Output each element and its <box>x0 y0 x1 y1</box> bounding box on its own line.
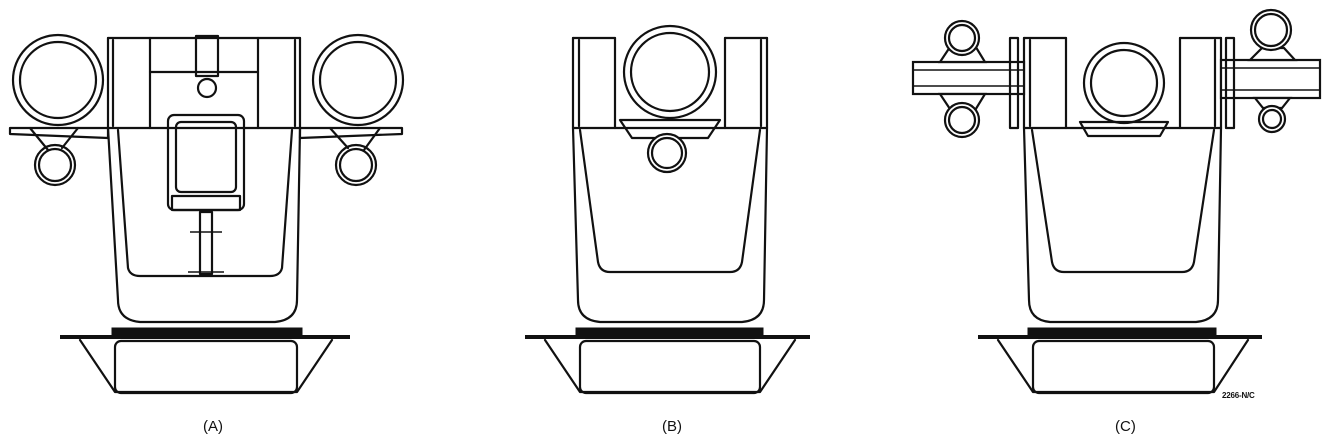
panel-b-body <box>571 36 769 324</box>
panel-b-base <box>525 327 810 395</box>
panel-a-drawing <box>8 33 405 395</box>
panel-label-a: (A) <box>203 418 223 435</box>
panel-c-right-arm <box>1219 8 1322 134</box>
panel-c-center-roller <box>1078 41 1170 138</box>
panel-c-drawing <box>911 8 1322 395</box>
panel-a-left-roller <box>8 33 110 187</box>
drawing-number: 2266-N/C <box>1222 391 1255 400</box>
panel-label-c: (C) <box>1115 418 1136 435</box>
panel-c-base <box>978 327 1262 395</box>
panel-b-drawing <box>525 24 810 395</box>
panel-c-body <box>1022 36 1223 324</box>
panel-a-center-unit <box>166 34 246 276</box>
panel-b-roller <box>618 24 722 174</box>
panel-label-b: (B) <box>662 418 682 435</box>
panel-a-right-roller <box>298 33 405 187</box>
panel-c-left-arm <box>911 19 1026 139</box>
panel-a-body <box>106 36 302 324</box>
panel-a-base <box>60 327 350 395</box>
